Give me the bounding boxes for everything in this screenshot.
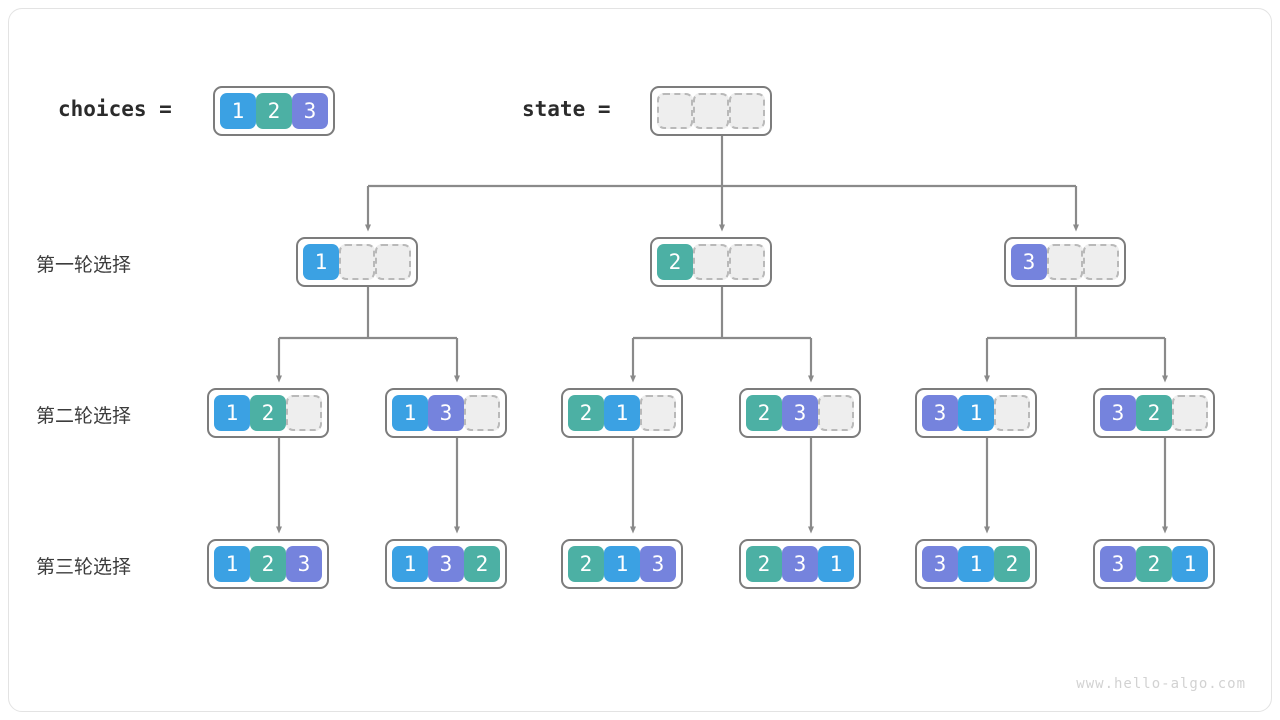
array-cell-value: 3 <box>428 546 464 582</box>
array-cell-value: 2 <box>746 546 782 582</box>
array-cell-value: 3 <box>286 546 322 582</box>
array-cell-value: 2 <box>1136 546 1172 582</box>
array-cell-empty <box>375 244 411 280</box>
array-cell-value: 3 <box>782 546 818 582</box>
array-cell-value: 3 <box>922 546 958 582</box>
array-cell-value: 1 <box>604 546 640 582</box>
row-label-round3: 第三轮选择 <box>36 556 132 578</box>
row-label-round2: 第二轮选择 <box>36 405 132 427</box>
node-round1-1: 1 <box>296 237 418 287</box>
array-cell-value: 3 <box>782 395 818 431</box>
array-cell-empty <box>640 395 676 431</box>
array-cell-empty <box>693 93 729 129</box>
array-cell-value: 2 <box>568 546 604 582</box>
array-cell-value: 1 <box>1172 546 1208 582</box>
array-cell-value: 2 <box>464 546 500 582</box>
array-cell-value: 1 <box>214 546 250 582</box>
array-cell-value: 2 <box>250 395 286 431</box>
array-cell-value: 1 <box>392 546 428 582</box>
array-cell-value: 3 <box>640 546 676 582</box>
array-cell-empty <box>1172 395 1208 431</box>
node-round1-2: 2 <box>650 237 772 287</box>
array-cell-value: 1 <box>214 395 250 431</box>
array-cell-empty <box>994 395 1030 431</box>
array-cell-empty <box>1083 244 1119 280</box>
array-cell-value: 2 <box>1136 395 1172 431</box>
array-cell-value: 3 <box>428 395 464 431</box>
array-cell-value: 1 <box>220 93 256 129</box>
array-cell-value: 2 <box>256 93 292 129</box>
watermark: www.hello-algo.com <box>1076 676 1246 692</box>
array-cell-value: 1 <box>604 395 640 431</box>
array-cell-value: 1 <box>958 395 994 431</box>
array-cell-empty <box>464 395 500 431</box>
choices-label: choices = <box>58 97 172 121</box>
array-cell-value: 2 <box>250 546 286 582</box>
array-cell-empty <box>818 395 854 431</box>
diagram-frame <box>8 8 1272 712</box>
array-cell-value: 3 <box>292 93 328 129</box>
array-cell-value: 2 <box>657 244 693 280</box>
array-cell-value: 1 <box>818 546 854 582</box>
node-round1-3: 3 <box>1004 237 1126 287</box>
array-cell-empty <box>729 93 765 129</box>
row-label-round1: 第一轮选择 <box>36 254 132 276</box>
array-cell-value: 2 <box>746 395 782 431</box>
array-cell-value: 2 <box>994 546 1030 582</box>
array-cell-empty <box>339 244 375 280</box>
array-cell-value: 1 <box>958 546 994 582</box>
array-cell-empty <box>286 395 322 431</box>
array-cell-value: 3 <box>1011 244 1047 280</box>
state-array <box>650 86 772 136</box>
array-cell-value: 1 <box>392 395 428 431</box>
array-cell-empty <box>729 244 765 280</box>
array-cell-value: 2 <box>568 395 604 431</box>
array-cell-empty <box>657 93 693 129</box>
array-cell-value: 3 <box>922 395 958 431</box>
array-cell-empty <box>1047 244 1083 280</box>
array-cell-value: 1 <box>303 244 339 280</box>
array-cell-value: 3 <box>1100 395 1136 431</box>
array-cell-empty <box>693 244 729 280</box>
array-cell-value: 3 <box>1100 546 1136 582</box>
state-label: state = <box>522 97 611 121</box>
